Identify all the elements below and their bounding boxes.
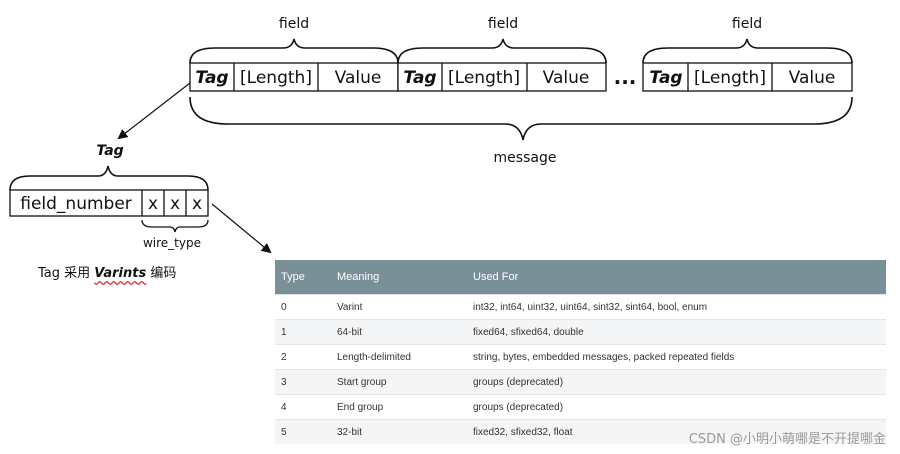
cell-used-for: groups (deprecated)	[467, 369, 886, 395]
field-label-3: field	[732, 16, 762, 32]
wire-bit-cell: x	[170, 194, 180, 214]
table-row: 3 Start group groups (deprecated)	[275, 369, 886, 395]
message-label: message	[494, 150, 557, 166]
tag-arrow	[117, 82, 191, 140]
header-used-for: Used For	[467, 260, 886, 295]
table-header-row: Type Meaning Used For	[275, 260, 886, 295]
table-row: 1 64-bit fixed64, sfixed64, double	[275, 319, 886, 345]
length-cell: [Length]	[448, 68, 520, 88]
cell-meaning: 64-bit	[331, 319, 467, 345]
field-brace-1	[189, 38, 399, 64]
cell-meaning: Start group	[331, 369, 467, 395]
cell-meaning: End group	[331, 394, 467, 420]
tag-cell: Tag	[403, 68, 436, 88]
cell-used-for: groups (deprecated)	[467, 394, 886, 420]
field-label-2: field	[488, 16, 518, 32]
tag-detail-title: Tag	[96, 143, 123, 159]
cell-used-for: int32, int64, uint32, uint64, sint32, si…	[467, 294, 886, 320]
message-brace	[189, 96, 853, 141]
field-brace-2	[397, 38, 607, 64]
field-number-cell: field_number	[20, 194, 132, 214]
tag-cell: Tag	[195, 68, 228, 88]
ellipsis: ...	[614, 65, 637, 89]
wire-type-table: Type Meaning Used For 0 Varint int32, in…	[275, 260, 886, 444]
tag-brace	[9, 165, 209, 191]
caption-prefix: Tag 采用	[38, 266, 95, 281]
caption: Tag 采用 Varints 编码	[38, 262, 176, 281]
tag-cell: Tag	[649, 68, 682, 88]
cell-used-for: fixed64, sfixed64, double	[467, 319, 886, 345]
cell-used-for: string, bytes, embedded messages, packed…	[467, 344, 886, 370]
table-row: 0 Varint int32, int64, uint32, uint64, s…	[275, 294, 886, 320]
wire-bit-cell: x	[192, 194, 202, 214]
table-row: 2 Length-delimited string, bytes, embedd…	[275, 344, 886, 370]
tag-breakdown: field_number x x x	[9, 189, 209, 217]
wire-type-brace	[141, 219, 209, 233]
table-row: 5 32-bit fixed32, sfixed32, float	[275, 419, 886, 444]
cell-type: 0	[275, 294, 331, 320]
cell-type: 3	[275, 369, 331, 395]
field-group-3: Tag [Length] Value	[642, 62, 853, 92]
length-cell: [Length]	[694, 68, 766, 88]
table-row: 4 End group groups (deprecated)	[275, 394, 886, 420]
value-cell: Value	[543, 68, 590, 88]
header-meaning: Meaning	[331, 260, 467, 295]
cell-type: 1	[275, 319, 331, 345]
value-cell: Value	[335, 68, 382, 88]
header-type: Type	[275, 260, 331, 295]
wire-type-label: wire_type	[143, 236, 201, 250]
field-group-2: Tag [Length] Value	[397, 62, 607, 92]
length-cell: [Length]	[240, 68, 312, 88]
table-arrow	[211, 203, 272, 254]
watermark: CSDN @小明小萌哪是不开提哪金	[688, 432, 886, 447]
field-brace-3	[642, 38, 853, 64]
cell-meaning: 32-bit	[331, 419, 467, 444]
cell-type: 5	[275, 419, 331, 444]
cell-type: 2	[275, 344, 331, 370]
caption-suffix: 编码	[146, 266, 177, 281]
value-cell: Value	[789, 68, 836, 88]
cell-meaning: Length-delimited	[331, 344, 467, 370]
wire-bit-cell: x	[148, 194, 158, 214]
cell-used-for: fixed32, sfixed32, float	[467, 419, 886, 444]
caption-emphasis: Varints	[94, 266, 147, 281]
field-group-1: Tag [Length] Value	[189, 62, 399, 92]
cell-type: 4	[275, 394, 331, 420]
cell-meaning: Varint	[331, 294, 467, 320]
field-label-1: field	[279, 16, 309, 32]
